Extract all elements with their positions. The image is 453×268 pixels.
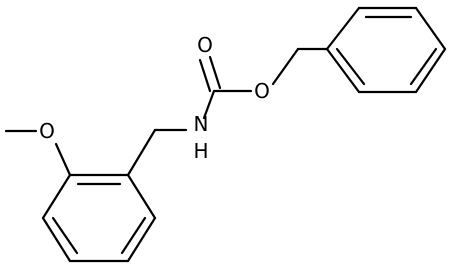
methoxy-oxygen-label: O [39, 119, 55, 143]
benzyl-phenyl-ring [325, 6, 447, 94]
nitrogen-label: N [194, 112, 209, 136]
bond [414, 6, 447, 51]
bond [126, 216, 157, 263]
bond [414, 47, 447, 94]
benzyl-linker [271, 47, 329, 86]
amine-linker [126, 128, 188, 177]
carbamate-group [198, 55, 253, 120]
bond [202, 89, 216, 120]
hydrogen-label: H [193, 139, 208, 163]
bond [126, 173, 157, 220]
bond [271, 47, 300, 86]
double-bond-inner [335, 47, 366, 86]
methoxy-group [4, 129, 72, 177]
carbonyl-oxygen-label: O [197, 33, 213, 57]
bond [126, 128, 157, 177]
double-bond [198, 58, 212, 93]
methoxyphenyl-ring [41, 173, 157, 263]
bond [41, 216, 72, 263]
double-bond [208, 55, 222, 90]
bond [325, 47, 361, 94]
double-bond-inner [51, 216, 79, 255]
bond [325, 6, 361, 51]
bond [41, 173, 72, 220]
bond [54, 142, 72, 177]
double-bond-inner [120, 216, 147, 255]
ester-oxygen-label: O [254, 79, 270, 103]
double-bond-inner [409, 47, 438, 86]
